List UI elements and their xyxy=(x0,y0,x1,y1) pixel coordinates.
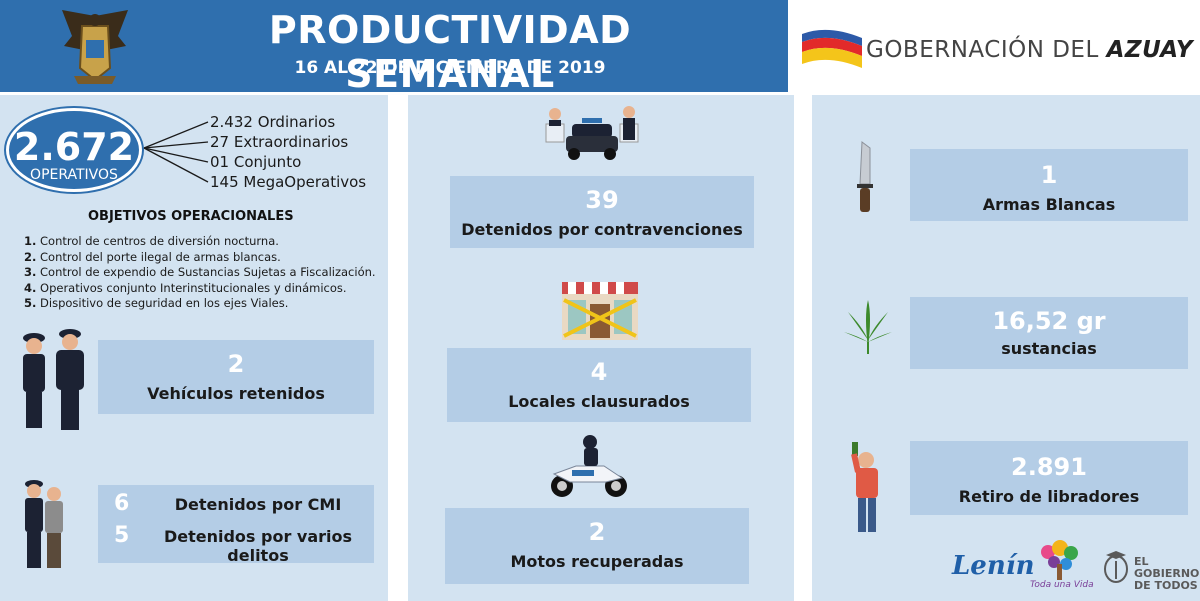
objective-item: 1. Control de centros de diversión noctu… xyxy=(24,234,376,250)
date-range: 16 AL 22 DE DICIEMBRE DE 2019 xyxy=(294,58,606,78)
knife-icon xyxy=(857,141,873,212)
vehiculos-retenidos-card: 2 Vehículos retenidos xyxy=(98,340,374,414)
header-banner: PRODUCTIVIDAD SEMANAL 16 AL 22 DE DICIEM… xyxy=(0,0,1200,96)
objective-number: 4. xyxy=(24,280,37,295)
objective-item: 3. Control de expendio de Sustancias Suj… xyxy=(24,265,376,281)
detenidos-delitos-label: Detenidos por varios delitos xyxy=(163,527,353,565)
governorship-name: GOBERNACIÓN DEL AZUAY xyxy=(866,37,1193,63)
locales-label: Locales clausurados xyxy=(508,392,690,411)
objective-item: 5. Dispositivo de seguridad en los ejes … xyxy=(24,296,376,312)
motos-value: 2 xyxy=(588,518,606,546)
police-car-icon xyxy=(545,106,639,160)
detenidos-cmi-value: 6 xyxy=(114,491,130,516)
detenidos-cmi-label: Detenidos por CMI xyxy=(174,495,342,514)
operativos-breakdown: 2.432 Ordinarios 27 Extraordinarios 01 C… xyxy=(210,112,366,192)
lenin-logo: Lenín xyxy=(952,551,1035,581)
ecuador-coat-of-arms-icon xyxy=(1104,551,1128,583)
breakdown-item: 27 Extraordinarios xyxy=(210,133,349,151)
vehiculos-label: Vehículos retenidos xyxy=(147,384,325,403)
operativos-total-value: 2.672 xyxy=(13,125,135,169)
vehiculos-value: 2 xyxy=(227,350,245,378)
closed-store-icon xyxy=(562,282,638,340)
sustancias-label: sustancias xyxy=(1001,339,1097,358)
motos-card: 2 Motos recuperadas xyxy=(445,508,749,584)
cannabis-leaf-icon xyxy=(844,300,892,354)
sustancias-value: 16,52 gr xyxy=(992,307,1106,335)
objectives-list: 1. Control de centros de diversión noctu… xyxy=(24,234,376,312)
motos-label: Motos recuperadas xyxy=(510,552,684,571)
objective-number: 5. xyxy=(24,296,37,310)
page-title: PRODUCTIVIDAD SEMANAL xyxy=(268,8,632,96)
objective-text: Dispositivo de seguridad en los ejes Via… xyxy=(36,296,289,310)
breakdown-item: 01 Conjunto xyxy=(210,153,302,171)
objective-item: 2. Control del porte ilegal de armas bla… xyxy=(24,250,376,266)
colorful-tree-icon xyxy=(1041,540,1078,580)
objective-number: 2. xyxy=(24,249,37,264)
objective-text: Control del porte ilegal de armas blanca… xyxy=(36,249,281,264)
gob-line: DE TODOS xyxy=(1134,579,1198,592)
breakdown-item: 145 MegaOperativos xyxy=(210,173,367,191)
detenidos-cmi-row: 6 Detenidos por CMI xyxy=(98,491,374,519)
detenidos-delitos-value: 5 xyxy=(114,523,130,548)
objective-number: 1. xyxy=(24,234,37,248)
governorship-logo: GOBERNACIÓN DEL AZUAY xyxy=(788,0,1200,92)
gobierno-logo-text: EL GOBIERNO DE TODOS xyxy=(1134,556,1199,592)
officer-detainee-icon xyxy=(25,480,63,568)
sustancias-card: 16,52 gr sustancias xyxy=(910,297,1188,369)
drinking-man-icon xyxy=(851,442,878,532)
objective-number: 3. xyxy=(24,265,37,279)
operativos-total-label: OPERATIVOS xyxy=(30,167,118,183)
objective-text: Control de expendio de Sustancias Sujeta… xyxy=(36,265,376,279)
libadores-label: Retiro de libradores xyxy=(958,487,1140,506)
breakdown-connector-lines xyxy=(143,121,209,183)
objectives-title: OBJETIVOS OPERACIONALES xyxy=(88,209,294,224)
objective-item: 4. Operativos conjunto Interinstituciona… xyxy=(24,281,376,297)
flag-swoosh-icon xyxy=(802,29,862,68)
gob-line: GOBIERNO xyxy=(1134,567,1200,580)
gob-line: EL xyxy=(1134,555,1149,568)
contravenciones-value: 39 xyxy=(585,186,619,214)
police-motorcycle-icon xyxy=(551,435,627,497)
contravenciones-label: Detenidos por contravenciones xyxy=(461,220,743,239)
objective-text: Control de centros de diversión nocturna… xyxy=(36,234,279,248)
detenidos-card: 6 Detenidos por CMI 5 Detenidos por vari… xyxy=(98,485,374,565)
tree-caption: Toda una Vida xyxy=(1030,580,1094,590)
contravenciones-card: 39 Detenidos por contravenciones xyxy=(450,176,754,248)
objective-text: Operativos conjunto Interinstitucionales… xyxy=(36,280,347,295)
libadores-value: 2.891 xyxy=(1011,453,1087,481)
armas-card: 1 Armas Blancas xyxy=(910,149,1188,221)
armas-value: 1 xyxy=(1040,161,1058,189)
breakdown-item: 2.432 Ordinarios xyxy=(210,113,336,131)
armas-label: Armas Blancas xyxy=(982,195,1116,214)
police-eagle-emblem-icon xyxy=(62,10,128,84)
operativos-total-badge: 2.672 OPERATIVOS xyxy=(6,108,142,192)
locales-card: 4 Locales clausurados xyxy=(447,348,751,422)
libadores-card: 2.891 Retiro de libradores xyxy=(910,441,1188,515)
police-officers-icon xyxy=(23,329,84,430)
detenidos-delitos-row: 5 Detenidos por varios delitos xyxy=(98,523,374,565)
gov-province: AZUAY xyxy=(1106,37,1194,63)
gov-prefix: GOBERNACIÓN DEL xyxy=(866,37,1099,63)
locales-value: 4 xyxy=(590,358,608,386)
